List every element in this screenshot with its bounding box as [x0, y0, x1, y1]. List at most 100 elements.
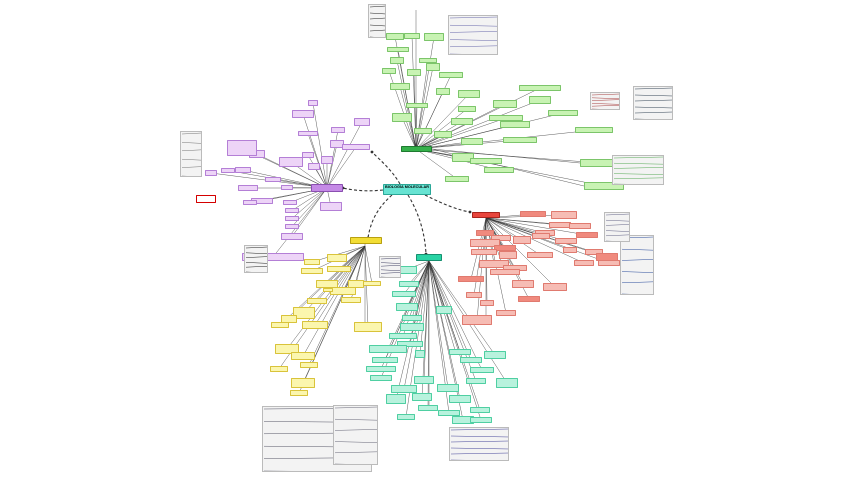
purple-node-4[interactable]	[302, 152, 314, 158]
red-node-15[interactable]	[470, 239, 500, 247]
red-node-11[interactable]	[476, 230, 494, 236]
purple-node-25[interactable]	[281, 233, 303, 240]
green-node-2[interactable]	[404, 33, 420, 39]
red-node-17[interactable]	[471, 249, 497, 255]
purple-node-15[interactable]	[235, 167, 251, 173]
red-node-19[interactable]	[479, 260, 509, 268]
purple-node-26[interactable]	[320, 202, 342, 211]
green-node-24[interactable]	[445, 176, 469, 182]
yellow-node-17[interactable]	[300, 362, 318, 368]
purple-node-12[interactable]	[292, 110, 314, 118]
red-node-10[interactable]	[574, 260, 594, 266]
purple-node-28[interactable]	[242, 253, 304, 261]
green-node-6[interactable]	[419, 58, 437, 63]
green-node-7[interactable]	[426, 63, 440, 71]
yellow-node-15[interactable]	[275, 344, 299, 354]
purple-node-10[interactable]	[354, 118, 370, 126]
green-node-16[interactable]	[451, 118, 473, 125]
green-node-5[interactable]	[390, 57, 404, 64]
teal-node-9[interactable]	[369, 345, 407, 353]
yellow-node-14[interactable]	[302, 321, 328, 329]
green-node-25[interactable]	[493, 100, 517, 108]
green-node-8[interactable]	[382, 68, 396, 74]
hub-purple[interactable]	[311, 184, 343, 192]
red-node-27[interactable]	[480, 300, 494, 306]
teal-node-25[interactable]	[466, 378, 486, 384]
purple-node-27[interactable]	[243, 200, 257, 205]
green-node-12[interactable]	[436, 88, 450, 95]
yellow-node-21[interactable]	[304, 259, 320, 265]
green-node-30[interactable]	[529, 96, 551, 104]
purple-node-3[interactable]	[279, 157, 303, 167]
red-node-25[interactable]	[466, 292, 482, 298]
red-node-28[interactable]	[462, 315, 492, 325]
yellow-node-16[interactable]	[291, 352, 315, 360]
hub-teal[interactable]	[416, 254, 442, 261]
purple-node-22[interactable]	[285, 208, 299, 213]
teal-node-5[interactable]	[402, 315, 422, 321]
teal-node-18[interactable]	[418, 405, 438, 411]
yellow-node-8[interactable]	[341, 297, 361, 303]
yellow-node-4[interactable]	[316, 280, 338, 288]
green-node-9[interactable]	[407, 69, 421, 76]
teal-node-32[interactable]	[436, 306, 452, 314]
green-node-17[interactable]	[392, 113, 412, 122]
green-node-19[interactable]	[434, 131, 452, 138]
teal-node-19[interactable]	[437, 384, 459, 392]
green-node-15[interactable]	[458, 106, 476, 112]
teal-node-13[interactable]	[391, 385, 417, 393]
teal-node-20[interactable]	[449, 349, 471, 355]
red-node-7[interactable]	[555, 238, 577, 244]
red-node-23[interactable]	[512, 280, 534, 288]
purple-node-13[interactable]	[308, 100, 318, 106]
red-node-9[interactable]	[585, 249, 603, 255]
red-node-5[interactable]	[569, 223, 591, 229]
teal-node-10[interactable]	[372, 357, 398, 363]
green-node-27[interactable]	[500, 121, 530, 128]
green-node-31[interactable]	[548, 110, 578, 116]
green-node-18[interactable]	[414, 128, 432, 134]
yellow-node-19[interactable]	[291, 378, 315, 388]
green-node-10[interactable]	[439, 72, 463, 78]
teal-node-17[interactable]	[397, 414, 415, 420]
yellow-node-9[interactable]	[363, 281, 381, 286]
red-node-13[interactable]	[513, 236, 531, 244]
teal-node-23[interactable]	[470, 367, 494, 373]
purple-node-17[interactable]	[205, 170, 217, 176]
red-node-21[interactable]	[458, 276, 484, 282]
purple-node-6[interactable]	[321, 156, 333, 164]
green-node-20[interactable]	[461, 138, 483, 145]
purple-node-24[interactable]	[285, 224, 299, 229]
red-node-24[interactable]	[543, 283, 567, 291]
hub-green[interactable]	[401, 146, 432, 152]
yellow-node-7[interactable]	[348, 280, 364, 288]
green-node-4[interactable]	[387, 47, 409, 52]
yellow-node-18[interactable]	[270, 366, 288, 372]
green-node-14[interactable]	[406, 103, 428, 108]
purple-node-5[interactable]	[308, 163, 320, 170]
teal-node-31[interactable]	[415, 350, 425, 358]
green-node-3[interactable]	[424, 33, 444, 41]
teal-node-24[interactable]	[496, 378, 518, 388]
purple-node-2[interactable]	[265, 177, 281, 182]
yellow-node-2[interactable]	[327, 254, 347, 262]
teal-node-6[interactable]	[400, 323, 424, 331]
purple-node-16[interactable]	[221, 168, 235, 173]
teal-node-14[interactable]	[414, 376, 434, 384]
green-node-23[interactable]	[484, 167, 514, 173]
green-node-26[interactable]	[489, 115, 523, 121]
yellow-node-12[interactable]	[281, 315, 297, 323]
teal-node-8[interactable]	[397, 341, 423, 347]
purple-node-21[interactable]	[283, 200, 297, 205]
purple-node-7[interactable]	[298, 131, 318, 136]
red-node-6[interactable]	[576, 232, 598, 238]
red-node-29[interactable]	[496, 310, 516, 316]
yellow-node-10[interactable]	[354, 322, 382, 332]
center-topic[interactable]: BIOLOGÍA MOLECULAR	[383, 184, 431, 195]
red-node-8[interactable]	[563, 247, 577, 253]
red-node-30[interactable]	[527, 252, 553, 258]
green-node-21[interactable]	[452, 153, 474, 162]
teal-node-2[interactable]	[399, 281, 419, 287]
green-node-29[interactable]	[519, 85, 561, 91]
hub-red[interactable]	[472, 212, 500, 218]
